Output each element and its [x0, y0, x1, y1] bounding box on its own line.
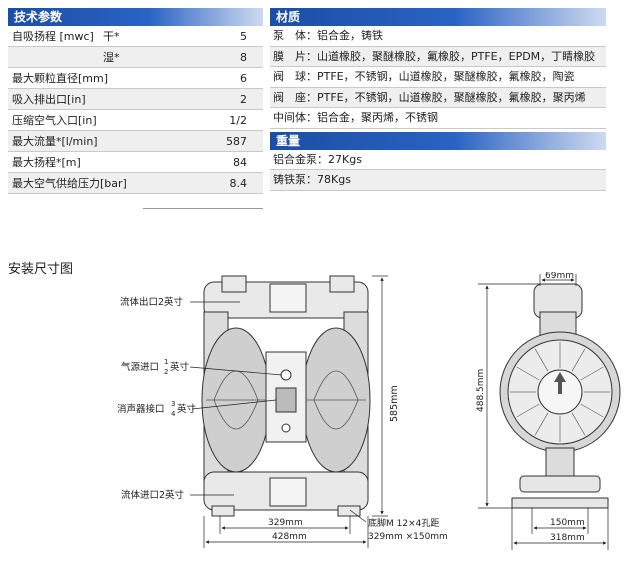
spec-value: 1/2 — [229, 114, 247, 127]
svg-text:1: 1 — [164, 358, 168, 366]
width-inner-dim: 329mm — [268, 518, 303, 528]
spec-value: 587 — [226, 135, 247, 148]
front-view — [201, 275, 371, 517]
base-label-a: 底脚M 12×4孔距 — [368, 517, 439, 529]
spec-row: 湿* 8 — [8, 47, 263, 68]
material-row: 膜 片：山道橡胶，聚醚橡胶，氟橡胶，PTFE，EPDM，丁睛橡胶 — [270, 46, 606, 67]
rib — [571, 412, 586, 436]
rib — [580, 366, 604, 381]
specs-table: 技术参数 自吸扬程 [mwc] 干* 5 湿* 8 最大颗粒直径[mm] 6 吸入排出口[in… — [8, 8, 263, 194]
spec-row: 最大颗粒直径[mm] 6 — [8, 68, 263, 89]
weight-row: 铝合金泵：27Kgs — [270, 150, 606, 170]
rib — [571, 348, 586, 372]
svg-text:3: 3 — [171, 400, 175, 408]
side-view — [499, 283, 621, 509]
foot-right — [337, 505, 361, 517]
spec-value: 84 — [233, 156, 247, 169]
spec-value: 6 — [240, 72, 247, 85]
spec-row: 最大空气供给压力[bar] 8.4 — [8, 173, 263, 194]
spec-value: 5 — [240, 30, 247, 43]
side-inner-dim: 150mm — [550, 518, 585, 528]
materials-title: 材质 — [270, 8, 606, 26]
spec-value: 8.4 — [229, 177, 248, 190]
spec-label: 最大扬程*[m] — [12, 156, 81, 169]
material-row: 阀 座：PTFE，不锈钢，山道橡胶，聚醚橡胶，氟橡胶，聚丙烯 — [270, 87, 606, 108]
side-outer-dim: 318mm — [550, 533, 585, 543]
spec-row: 吸入排出口[in] 2 — [8, 89, 263, 110]
top-center — [269, 283, 307, 313]
outlet-flange-left — [221, 275, 247, 293]
spec-value: 8 — [240, 51, 247, 64]
weight-row: 铸铁泵：78Kgs — [270, 170, 606, 191]
rib — [516, 366, 540, 381]
spec-label: 最大颗粒直径[mm] — [12, 72, 109, 85]
outlet-label: 流体出口2英寸 — [120, 296, 184, 308]
material-row: 阀 球：PTFE，不锈钢，山道橡胶，聚醚橡胶，氟橡胶，陶瓷 — [270, 67, 606, 88]
spec-row: 最大流量*[l/min] 587 — [8, 131, 263, 152]
install-title: 安装尺寸图 — [8, 262, 74, 277]
divider — [143, 208, 263, 209]
spec-sub-label: 干* — [103, 30, 120, 43]
svg-text:英寸: 英寸 — [177, 403, 197, 415]
width-outer-dim: 428mm — [272, 532, 307, 542]
material-row: 中间体：铝合金，聚丙烯，不锈钢 — [270, 108, 606, 129]
side-height-dim: 488.5mm — [476, 369, 486, 412]
svg-text:英寸: 英寸 — [170, 361, 190, 373]
svg-text:4: 4 — [171, 410, 176, 418]
specs-title: 技术参数 — [8, 8, 263, 26]
air-inlet-label-a: 气源进口 — [121, 361, 159, 373]
materials-table: 材质 泵 体：铝合金，铸铁膜 片：山道橡胶，聚醚橡胶，氟橡胶，PTFE，EPDM… — [270, 8, 606, 191]
spec-label: 最大空气供给压力[bar] — [12, 177, 127, 190]
side-bottom — [519, 475, 601, 493]
spec-row: 压缩空气入口[in] 1/2 — [8, 110, 263, 131]
material-row: 泵 体：铝合金，铸铁 — [270, 26, 606, 47]
spec-row: 自吸扬程 [mwc] 干* 5 — [8, 26, 263, 47]
rib — [534, 348, 549, 372]
spec-label: 吸入排出口[in] — [12, 93, 86, 106]
air-inlet-port — [280, 369, 292, 381]
install-drawing: 流体出口2英寸 气源进口 1 2 英寸 消声器接口 3 4 英寸 流体进口2英寸… — [117, 272, 621, 550]
spec-label: 最大流量*[l/min] — [12, 135, 98, 148]
side-base — [511, 497, 609, 509]
outlet-flange-right — [329, 275, 355, 293]
spec-value: 2 — [240, 93, 247, 106]
foot-left — [211, 505, 235, 517]
spec-sub-label: 湿* — [103, 51, 120, 64]
rib — [534, 412, 549, 436]
height-dim: 585mm — [389, 385, 400, 422]
flow-arrow-icon — [554, 372, 566, 394]
rib — [516, 403, 540, 418]
svg-text:2: 2 — [164, 368, 168, 376]
rib — [580, 403, 604, 418]
spec-row: 最大扬程*[m] 84 — [8, 152, 263, 173]
top-dim: 69mm — [545, 272, 574, 281]
muffler-port — [275, 387, 297, 413]
spec-label: 压缩空气入口[in] — [12, 114, 97, 127]
muffler-label-a: 消声器接口 — [117, 403, 165, 415]
spec-label: 自吸扬程 [mwc] — [12, 30, 94, 43]
inlet-label: 流体进口2英寸 — [121, 489, 185, 501]
weight-title: 重量 — [270, 131, 606, 150]
base-label-b: 329mm ×150mm — [368, 532, 448, 542]
